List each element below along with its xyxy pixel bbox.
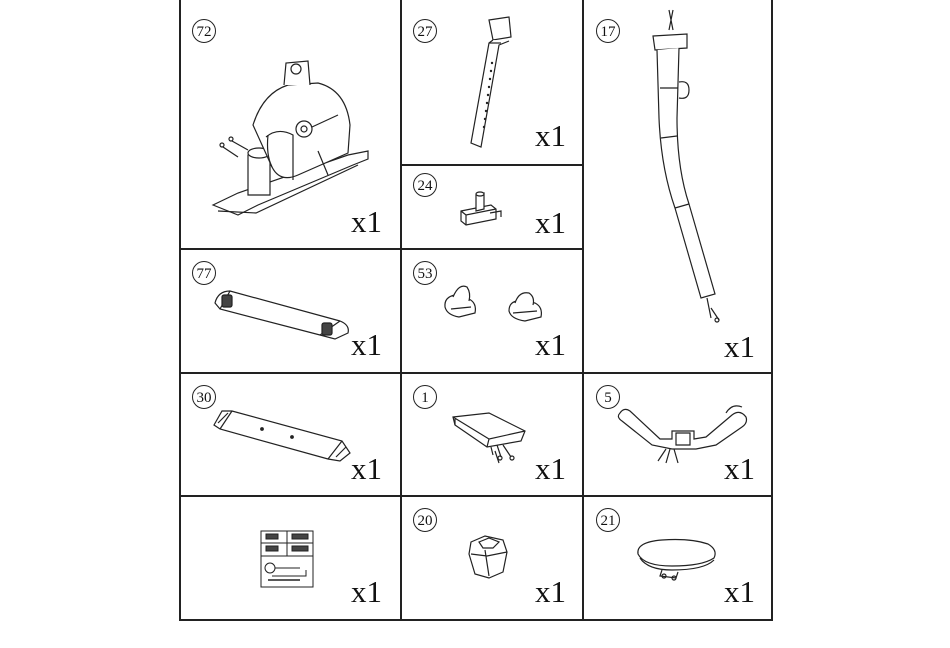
part-cell-21: 21 x1: [584, 496, 771, 619]
part-cell-30: 30 x1: [180, 373, 400, 495]
quantity-label: x1: [535, 453, 566, 484]
front-stabilizer-icon: [210, 283, 355, 343]
part-cell-72: 72 x1: [180, 0, 400, 248]
quantity-label: x1: [535, 329, 566, 360]
quantity-label: x1: [351, 206, 382, 237]
part-number-badge: 53: [413, 261, 437, 285]
part-number-badge: 21: [596, 508, 620, 532]
part-number-badge: 72: [192, 19, 216, 43]
quantity-label: x1: [351, 329, 382, 360]
part-cell-hardware: x1: [180, 496, 400, 619]
seat-slider-icon: [456, 183, 516, 233]
part-number-badge: 77: [192, 261, 216, 285]
seat-icon: [632, 534, 722, 584]
pedals-icon: [439, 277, 549, 332]
quantity-label: x1: [724, 576, 755, 607]
seat-post-icon: [459, 15, 519, 155]
quantity-label: x1: [351, 453, 382, 484]
part-number-badge: 20: [413, 508, 437, 532]
hardware-pack-icon: [260, 530, 314, 588]
part-cell-24: 24 x1: [401, 165, 582, 248]
handlebar-post-icon: [639, 8, 749, 328]
rear-stabilizer-icon: [210, 405, 355, 465]
post-cover-icon: [463, 532, 513, 582]
part-cell-77: 77 x1: [180, 249, 400, 372]
quantity-label: x1: [535, 120, 566, 151]
part-number-badge: 24: [413, 173, 437, 197]
grid-line: [179, 619, 773, 621]
part-cell-1: 1 x1: [401, 373, 582, 495]
part-number-badge: 1: [413, 385, 437, 409]
part-number-badge: 17: [596, 19, 620, 43]
quantity-label: x1: [724, 453, 755, 484]
quantity-label: x1: [535, 576, 566, 607]
part-number-badge: 27: [413, 19, 437, 43]
part-cell-20: 20 x1: [401, 496, 582, 619]
quantity-label: x1: [351, 576, 382, 607]
main-frame-icon: [208, 55, 378, 225]
part-cell-5: 5 x1: [584, 373, 771, 495]
part-cell-27: 27 x1: [401, 0, 582, 164]
quantity-label: x1: [535, 207, 566, 238]
console-icon: [451, 411, 531, 471]
quantity-label: x1: [724, 331, 755, 362]
part-cell-17: 17 x1: [584, 0, 771, 372]
grid-line: [771, 0, 773, 620]
part-cell-53: 53 x1: [401, 249, 582, 372]
